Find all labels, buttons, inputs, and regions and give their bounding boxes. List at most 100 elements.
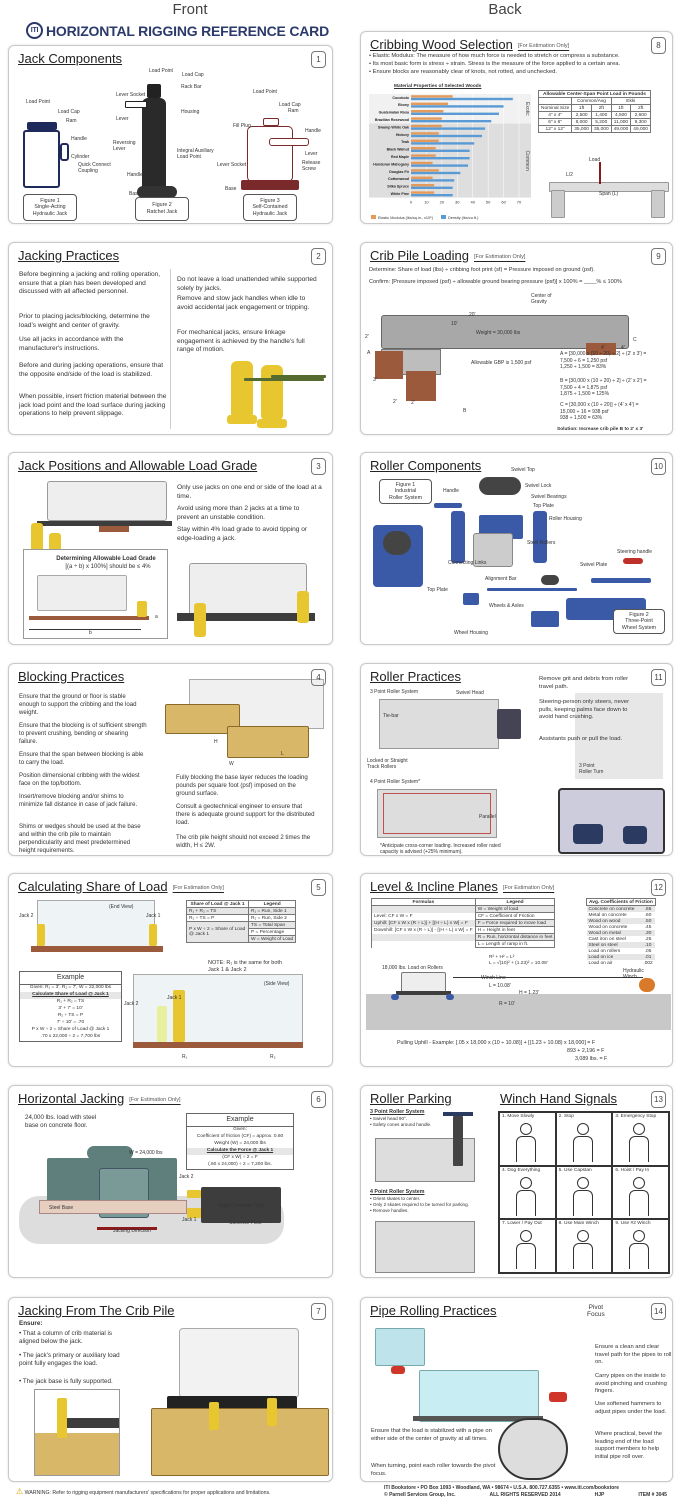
handle-shape xyxy=(60,143,69,161)
table-row: Load on rollers.05 xyxy=(587,948,656,954)
diagram-label: Ram xyxy=(288,108,299,114)
panel-text: • Its most basic form is stress ÷ strain… xyxy=(369,61,621,67)
load-skid-shape xyxy=(37,521,172,526)
panel-text: When turning, point each roller towards … xyxy=(371,1463,496,1477)
load-rear-shape xyxy=(375,1328,425,1366)
panel-title: Blocking Practices xyxy=(18,669,124,684)
legend-cell: W = Weight of Load xyxy=(247,935,297,943)
panel-text: • Elastic Modulus: The measure of how mu… xyxy=(369,53,620,59)
coefficient-cell: .60 xyxy=(644,912,652,918)
jack-shape xyxy=(267,1398,277,1426)
diagram-label: Swivel Top xyxy=(511,467,535,473)
jack-base-shape xyxy=(227,415,257,424)
panel-number: 1 xyxy=(311,51,326,68)
code: HJP xyxy=(594,1492,605,1498)
diagram-label: Housing xyxy=(181,109,200,115)
worker-body-icon xyxy=(629,1189,650,1216)
panel-text: C = [30,000 x (10 ÷ 20)] ÷ (4' x 4') = 1… xyxy=(560,402,639,421)
x-tick-label: 70 xyxy=(517,200,522,205)
diagram-label: Wheel Housing xyxy=(454,630,488,636)
formula-cell: Downhill: [CF x W x (R ÷ L)] - [(H ÷ L) … xyxy=(371,926,476,934)
diagram-label: Swivel Plate xyxy=(580,562,608,568)
column-header: 2ft xyxy=(590,104,612,112)
panel-text: Shims or wedges should be used at the ba… xyxy=(19,823,141,854)
crib-pile-a-shape xyxy=(375,351,403,379)
formula-cell: P x W ÷ 2 = Share of Load @ Jack 1 xyxy=(186,921,249,943)
worker-body-icon xyxy=(516,1136,536,1162)
density-bar xyxy=(411,112,499,115)
swivel-handle-shape xyxy=(453,1116,463,1166)
legend-cell: R = Run, horizontal distance in feet xyxy=(474,933,556,941)
table-row: Load on ice.01 xyxy=(586,954,656,960)
panel-number: 9 xyxy=(651,248,666,265)
transformer-shape xyxy=(179,1328,299,1398)
panel-number: 8 xyxy=(651,37,666,54)
elastic-modulus-bar xyxy=(411,191,435,194)
panel-number: 7 xyxy=(311,1303,326,1320)
table-title: Allowable Center-Span Point Load in Poun… xyxy=(538,90,651,98)
panel-text: 3 Point Roller System xyxy=(370,1109,425,1115)
signal-label: 2. Stop xyxy=(558,1114,574,1119)
diagram-label: Locked or Straight Track Rollers xyxy=(367,758,408,770)
diagram-label: Load Point xyxy=(149,68,173,74)
table-cell: 1,400 xyxy=(590,111,612,119)
x-tick-label: 30 xyxy=(455,200,460,205)
diagram-label: Ram xyxy=(66,118,77,124)
example-line: R₁ + R₂ = TS xyxy=(56,999,85,1005)
panel-title: Roller Components xyxy=(370,458,481,473)
table-header: Avg. Coefficients of Friction xyxy=(586,898,656,906)
formula-cell: Uphill: [CF x W x (R ÷ L)] + [(H ÷ L) x … xyxy=(371,919,476,927)
diagram-label: A xyxy=(367,350,371,356)
swivel-plate-shape xyxy=(541,575,559,585)
density-bar xyxy=(411,149,470,152)
load-cap-shape xyxy=(263,118,279,126)
publisher-line: ITI Bookstore • PO Box 1093 • Woodland, … xyxy=(384,1485,620,1491)
table-cell: 2,600 xyxy=(630,111,651,119)
tank-shape xyxy=(87,1146,133,1160)
table-header: Legend xyxy=(474,898,556,906)
panel-note: [For Estimation Only] xyxy=(172,885,224,891)
copyright-line: © Parnell Services Group, Inc. ALL RIGHT… xyxy=(384,1492,667,1498)
diagram-label: L xyxy=(281,751,284,757)
material-cell: Load on rollers xyxy=(588,948,621,954)
bottle-jack-shape xyxy=(247,126,293,182)
column-header: 1ft xyxy=(610,104,632,112)
category-label: Honduran Mahogany xyxy=(373,162,409,166)
panel-title-text: Horizontal Jacking xyxy=(18,1091,125,1106)
group-label: Exotic xyxy=(524,102,530,116)
material-cell: Steel on steel xyxy=(588,942,618,948)
panel-title: Horizontal Jacking[For Estimation Only] xyxy=(18,1091,181,1106)
panel-text: Before and during jacking operations, en… xyxy=(19,362,164,378)
base-shape xyxy=(31,946,163,952)
panel-number: 11 xyxy=(651,669,666,686)
category-label: Cocobolo xyxy=(392,96,409,100)
panel-text: • The jack's primary or auxiliary load p… xyxy=(19,1352,120,1368)
panel-title: Roller Practices xyxy=(370,669,461,684)
diagram-label: Rack Bar xyxy=(181,84,202,90)
worker-body-icon xyxy=(629,1243,650,1270)
category-label: Sitka Spruce xyxy=(387,185,409,189)
rights: ALL RIGHTS RESERVED 2014 xyxy=(489,1492,561,1498)
diagram-label: Lever xyxy=(305,151,318,157)
panel-text: Avoid using more than 2 jacks at a time … xyxy=(177,505,300,521)
diagram-label: Fill Plug xyxy=(233,123,251,129)
3-point-load-shape xyxy=(379,699,499,749)
worker-figure-icon xyxy=(520,1123,532,1135)
crib-inset-shape xyxy=(35,1433,119,1475)
bottle-jack-base-shape xyxy=(241,180,299,190)
jack-shape xyxy=(209,1402,219,1430)
category-label: Swamp White Oak xyxy=(378,125,409,129)
steering-handle-shape xyxy=(623,558,643,564)
table-cell: 6" x 6" xyxy=(537,118,573,126)
diagram-label: H = 1.23' xyxy=(519,990,539,996)
beam-shape xyxy=(549,182,669,192)
diagram-label: Load Cap xyxy=(182,72,204,78)
